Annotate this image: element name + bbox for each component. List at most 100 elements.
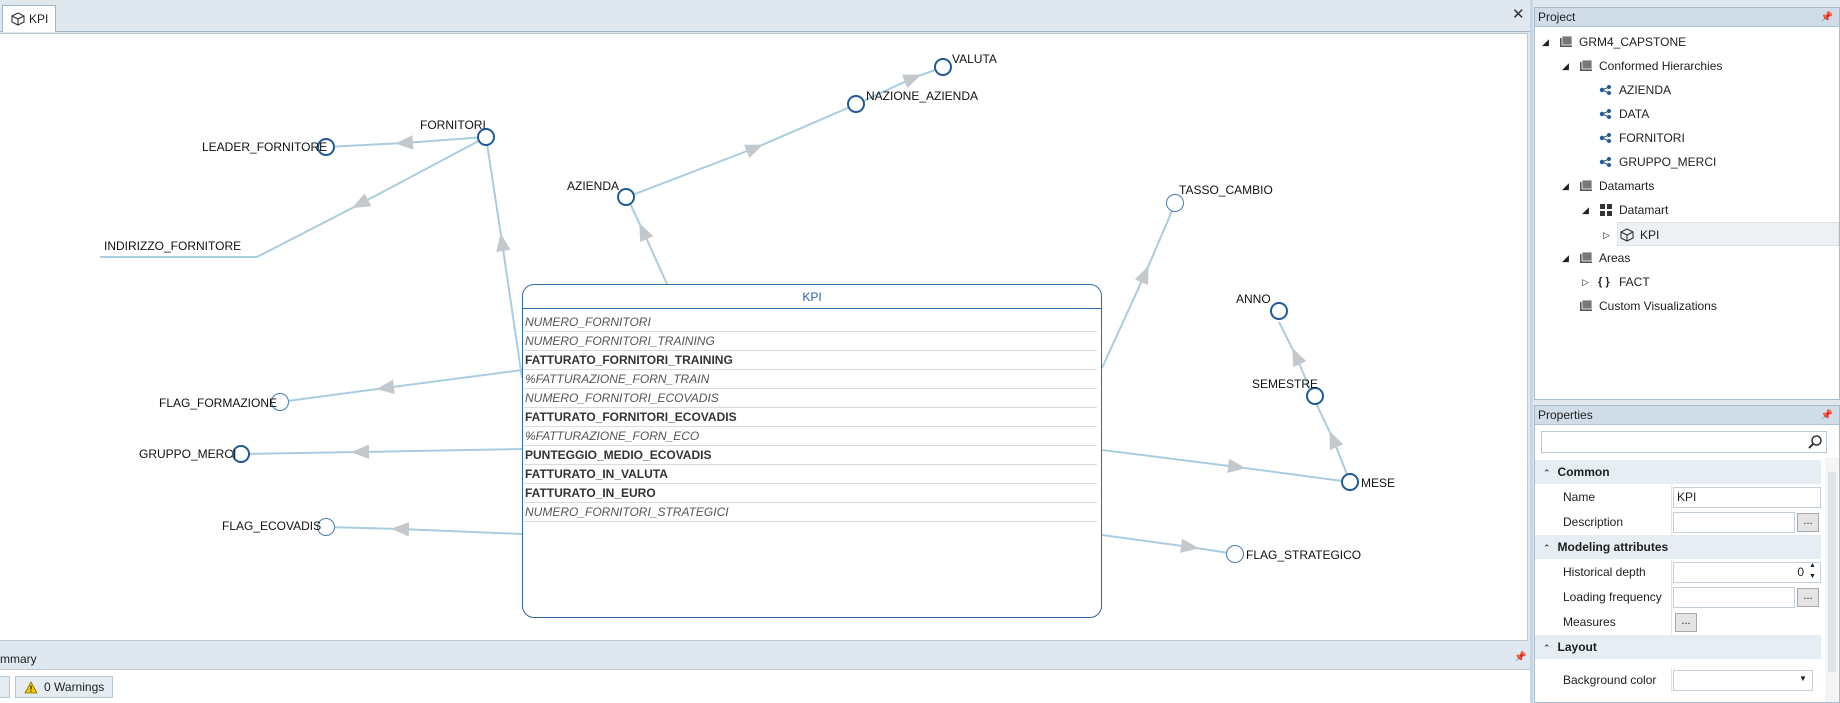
edge-nazione-valuta	[856, 66, 944, 105]
edge-kpi-mese	[1101, 449, 1351, 483]
kpi-field[interactable]: FATTURATO_IN_EURO	[524, 484, 1097, 503]
node-flag-strategico[interactable]	[1226, 545, 1244, 563]
tree-item-azienda[interactable]: AZIENDA	[1535, 78, 1839, 102]
tree-label: DATA	[1619, 107, 1650, 121]
document-tab-strip: KPI ✕	[0, 0, 1530, 32]
expanded-arrow-icon: ◢	[1542, 37, 1549, 47]
summary-title: mmary	[0, 652, 37, 666]
tree-item-gruppo-merci[interactable]: GRUPPO_MERCI	[1535, 150, 1839, 174]
tree-item-datamart[interactable]: ◢ Datamart	[1535, 198, 1839, 222]
node-fornitori[interactable]	[477, 128, 495, 146]
historical-depth-stepper[interactable]: 0	[1673, 562, 1821, 583]
prop-label: Historical depth	[1563, 565, 1646, 579]
chevron-down-icon[interactable]: ▼	[1799, 674, 1807, 683]
tree-label: FACT	[1619, 275, 1650, 289]
description-field[interactable]	[1673, 512, 1795, 533]
kpi-field[interactable]: NUMERO_FORNITORI	[524, 313, 1097, 332]
kpi-field[interactable]: FATTURATO_IN_VALUTA	[524, 465, 1097, 484]
pin-icon[interactable]: 📌	[1820, 12, 1833, 23]
tree-item-data[interactable]: DATA	[1535, 102, 1839, 126]
section-title: Modeling attributes	[1557, 540, 1669, 554]
node-tasso-cambio[interactable]	[1166, 194, 1184, 212]
folder-icon	[1560, 35, 1573, 47]
tree-item-fornitori[interactable]: FORNITORI	[1535, 126, 1839, 150]
tree-item-custom-visualizations[interactable]: Custom Visualizations	[1535, 294, 1839, 318]
kpi-entity-box[interactable]: KPI NUMERO_FORNITORI NUMERO_FORNITORI_TR…	[522, 284, 1102, 618]
expanded-arrow-icon: ◢	[1562, 181, 1569, 191]
background-color-select[interactable]	[1673, 670, 1813, 691]
tree-label: FORNITORI	[1619, 131, 1685, 145]
close-icon[interactable]: ✕	[1512, 6, 1525, 23]
edge-kpi-tassocambio	[1101, 203, 1176, 369]
cube-icon	[11, 12, 25, 26]
section-modeling-attributes[interactable]: ⌃Modeling attributes	[1535, 535, 1821, 559]
prop-row-background-color: Background color ▼	[1535, 668, 1821, 693]
section-title: Common	[1557, 465, 1610, 479]
prop-row-name: Name KPI	[1535, 485, 1821, 510]
tree-item-fact[interactable]: ▷ { } FACT	[1535, 270, 1839, 294]
kpi-field[interactable]: %FATTURAZIONE_FORN_ECO	[524, 427, 1097, 446]
tree-item-kpi[interactable]: ▷ KPI	[1603, 222, 1839, 246]
folder-icon	[1580, 179, 1593, 191]
stepper-down-icon[interactable]: ▼	[1809, 573, 1816, 580]
project-tree: ◢ GRM4_CAPSTONE ◢ Conformed Hierarchies …	[1535, 27, 1839, 318]
node-label-leader-fornitore: LEADER_FORNITORE	[202, 140, 328, 154]
edge-fornitori-indirizzo	[256, 136, 487, 258]
pin-icon[interactable]: 📌	[1820, 410, 1833, 421]
node-flag-formazione[interactable]	[271, 393, 289, 411]
loading-frequency-ellipsis-button[interactable]: ...	[1797, 588, 1819, 607]
panel-splitter[interactable]	[1530, 0, 1533, 703]
tree-item-areas[interactable]: ◢ Areas	[1535, 246, 1839, 270]
section-layout[interactable]: ⌃Layout	[1535, 635, 1821, 659]
tree-item-root[interactable]: ◢ GRM4_CAPSTONE	[1535, 30, 1839, 54]
node-label-semestre: SEMESTRE	[1252, 377, 1319, 391]
measures-ellipsis-button[interactable]: ...	[1675, 613, 1697, 632]
node-nazione-azienda[interactable]	[847, 95, 865, 113]
collapse-chevron-icon: ⌃	[1543, 468, 1551, 478]
pin-icon[interactable]: 📌	[1514, 652, 1527, 663]
kpi-field[interactable]: NUMERO_FORNITORI_STRATEGICI	[524, 503, 1097, 522]
node-semestre[interactable]	[1306, 387, 1324, 405]
node-flag-ecovadis[interactable]	[317, 518, 335, 536]
node-valuta[interactable]	[934, 58, 952, 76]
loading-frequency-field[interactable]	[1673, 587, 1795, 608]
name-field[interactable]: KPI	[1673, 487, 1821, 508]
prop-label: Measures	[1563, 615, 1616, 629]
tree-item-datamarts[interactable]: ◢ Datamarts	[1535, 174, 1839, 198]
node-mese[interactable]	[1341, 473, 1359, 491]
kpi-field[interactable]: NUMERO_FORNITORI_ECOVADIS	[524, 389, 1097, 408]
warnings-filter-button[interactable]: 0 Warnings	[15, 676, 114, 698]
tree-label: Conformed Hierarchies	[1599, 59, 1723, 73]
stepper-up-icon[interactable]: ▲	[1809, 562, 1816, 569]
kpi-entity-title: KPI	[523, 285, 1101, 309]
node-label-fornitori: FORNITORI	[420, 118, 486, 132]
tree-label: AZIENDA	[1619, 83, 1672, 97]
kpi-field[interactable]: FATTURATO_FORNITORI_TRAINING	[524, 351, 1097, 370]
cube-icon	[1620, 228, 1634, 242]
project-panel-title: Project	[1538, 10, 1576, 24]
prop-row-measures: Measures ...	[1535, 610, 1821, 635]
node-leader-fornitore[interactable]	[317, 138, 335, 156]
scrollbar-thumb[interactable]	[1828, 472, 1836, 672]
section-common[interactable]: ⌃ Common	[1535, 460, 1821, 484]
node-azienda[interactable]	[617, 188, 635, 206]
description-ellipsis-button[interactable]: ...	[1797, 513, 1819, 532]
hierarchy-icon	[1599, 157, 1611, 167]
node-anno[interactable]	[1270, 302, 1288, 320]
kpi-field[interactable]: NUMERO_FORNITORI_TRAINING	[524, 332, 1097, 351]
kpi-field[interactable]: %FATTURAZIONE_FORN_TRAIN	[524, 370, 1097, 389]
tab-kpi[interactable]: KPI	[2, 5, 56, 32]
node-gruppo-merci[interactable]	[232, 445, 250, 463]
search-icon[interactable]	[1807, 434, 1823, 450]
errors-filter-button[interactable]	[0, 676, 10, 698]
node-label-anno: ANNO	[1236, 292, 1271, 306]
node-label-indirizzo-fornitore[interactable]: INDIRIZZO_FORNITORE	[104, 239, 242, 253]
warnings-label: 0 Warnings	[44, 680, 105, 694]
diagram-canvas[interactable]: VALUTA NAZIONE_AZIENDA AZIENDA FORNITORI…	[0, 33, 1528, 641]
expanded-arrow-icon: ◢	[1562, 61, 1569, 71]
tree-item-conformed-hierarchies[interactable]: ◢ Conformed Hierarchies	[1535, 54, 1839, 78]
kpi-field[interactable]: FATTURATO_FORNITORI_ECOVADIS	[524, 408, 1097, 427]
properties-scrollbar[interactable]	[1825, 458, 1839, 702]
kpi-field[interactable]: PUNTEGGIO_MEDIO_ECOVADIS	[524, 446, 1097, 465]
properties-search-input[interactable]	[1541, 431, 1827, 453]
